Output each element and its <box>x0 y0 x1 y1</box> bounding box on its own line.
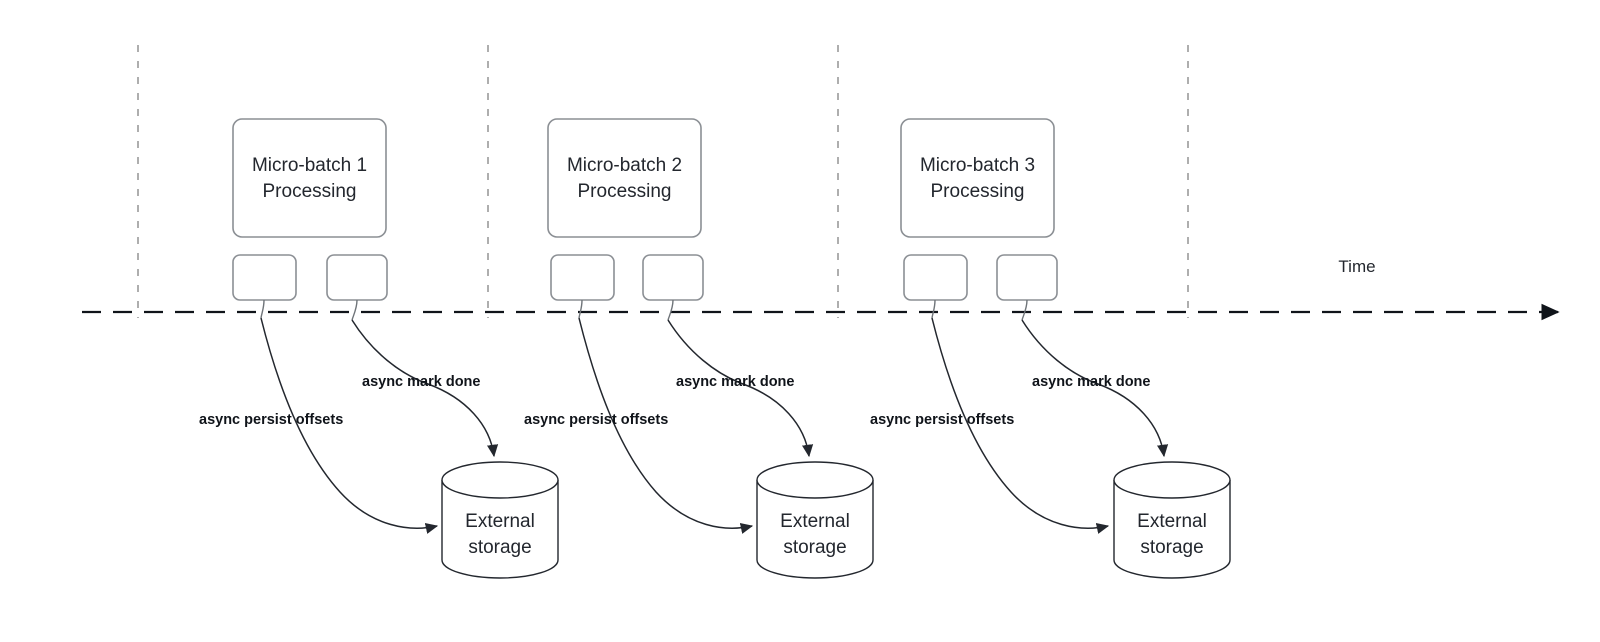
cylinder-body <box>441 480 559 579</box>
task-persist-offsets-stem <box>931 299 936 319</box>
edge-mark-done <box>351 319 499 458</box>
group-1: Micro-batch 1 Processing async persist o… <box>199 118 559 579</box>
task-mark-done-stem <box>1021 299 1028 321</box>
time-axis-label: Time <box>1338 257 1375 276</box>
external-storage-cylinder[interactable]: External storage <box>1113 461 1231 579</box>
micro-batch-label-line2: Processing <box>931 181 1025 202</box>
task-mark-done-box[interactable] <box>996 254 1058 301</box>
cylinder-top <box>441 461 559 499</box>
external-storage-label-line1: External <box>465 511 535 532</box>
task-persist-offsets-stem <box>260 299 265 319</box>
group-2: Micro-batch 2 Processing async persist o… <box>524 118 874 579</box>
cylinder-top <box>756 461 874 499</box>
external-storage-label-line1: External <box>1137 511 1207 532</box>
micro-batch-label-line1: Micro-batch 3 <box>920 155 1035 176</box>
edge-mark-done <box>667 319 814 458</box>
edge-persist-offsets-label: async persist offsets <box>199 412 343 428</box>
edge-persist-offsets <box>931 317 1110 534</box>
external-storage-label-line2: storage <box>783 537 846 558</box>
external-storage-label-line1: External <box>780 511 850 532</box>
cylinder-top <box>1113 461 1231 499</box>
cylinder-body <box>756 480 874 579</box>
task-mark-done-box[interactable] <box>326 254 388 301</box>
micro-batch-label-line1: Micro-batch 2 <box>567 155 682 176</box>
external-storage-cylinder[interactable]: External storage <box>756 461 874 579</box>
cylinder-body <box>1113 480 1231 579</box>
edge-persist-offsets-label: async persist offsets <box>524 412 668 428</box>
edge-mark-done-label: async mark done <box>362 374 480 390</box>
micro-batch-box[interactable] <box>547 118 702 238</box>
task-mark-done-stem <box>351 299 358 321</box>
micro-batch-label-line2: Processing <box>263 181 357 202</box>
edge-mark-done <box>1021 319 1169 458</box>
task-mark-done-box[interactable] <box>642 254 704 301</box>
micro-batch-box[interactable] <box>900 118 1055 238</box>
timeline-dividers <box>137 45 1189 318</box>
external-storage-cylinder[interactable]: External storage <box>441 461 559 579</box>
external-storage-label-line2: storage <box>468 537 531 558</box>
micro-batch-box[interactable] <box>232 118 387 238</box>
edge-persist-offsets-label: async persist offsets <box>870 412 1014 428</box>
time-axis: Time <box>82 257 1560 321</box>
task-persist-offsets-box[interactable] <box>550 254 615 301</box>
task-persist-offsets-box[interactable] <box>903 254 968 301</box>
edge-persist-offsets <box>260 317 439 534</box>
task-mark-done-stem <box>667 299 674 321</box>
edge-mark-done-label: async mark done <box>676 374 794 390</box>
task-persist-offsets-stem <box>578 299 583 319</box>
group-3: Micro-batch 3 Processing async persist o… <box>870 118 1231 579</box>
task-persist-offsets-box[interactable] <box>232 254 297 301</box>
external-storage-label-line2: storage <box>1140 537 1203 558</box>
edge-persist-offsets <box>578 317 754 534</box>
micro-batch-label-line2: Processing <box>578 181 672 202</box>
micro-batch-label-line1: Micro-batch 1 <box>252 155 367 176</box>
edge-mark-done-label: async mark done <box>1032 374 1150 390</box>
